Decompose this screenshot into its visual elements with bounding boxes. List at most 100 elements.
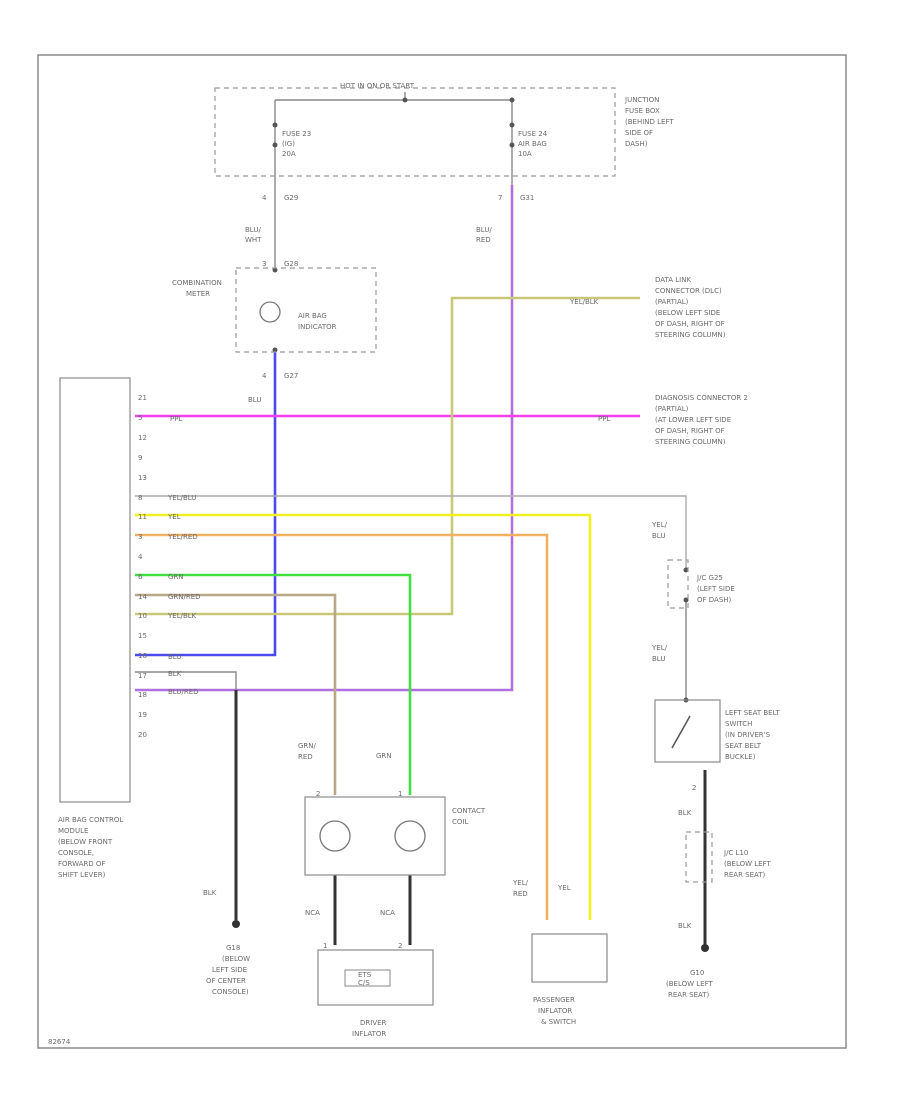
seat-belt-switch-box	[654, 699, 721, 763]
yel-label: YEL	[557, 884, 571, 892]
g29-pin: 4	[262, 194, 267, 202]
grn-label: GRN	[376, 752, 392, 760]
fuse-box-location: JUNCTION FUSE BOX (BEHIND LEFT SIDE OF D…	[624, 96, 676, 148]
module-pin-5: 8	[138, 494, 142, 502]
wire-yel	[135, 513, 592, 920]
wire-yel-red	[135, 533, 549, 920]
module-pin-15: 18	[138, 691, 147, 699]
combination-meter-box	[235, 267, 377, 353]
air-bag-indicator-label: AIR BAG INDICATOR	[298, 312, 337, 331]
module-pin-14: 17	[138, 672, 147, 680]
module-pin-9: 6	[138, 573, 143, 581]
combination-meter-label: COMBINATION METER	[172, 279, 224, 298]
dlc-label: DATA LINK CONNECTOR (DLC) (PARTIAL) (BEL…	[655, 276, 727, 339]
blu-red-label: BLU/ RED	[476, 226, 494, 244]
module-wire-yel-blu: YEL/BLU	[167, 494, 196, 502]
blu-wht-label: BLU/ WHT	[245, 226, 263, 244]
gray-wires	[135, 92, 687, 920]
module-pin-0: 21	[138, 394, 147, 402]
blk-label-lower: BLK	[678, 922, 692, 930]
driver-inflator-inner-label: ETS C/S	[358, 971, 373, 987]
module-pin-13: 16	[138, 652, 147, 660]
driver-inflator-label: DRIVER INFLATOR	[352, 1019, 389, 1038]
g27-label: G27	[284, 372, 298, 380]
air-bag-control-module-label: AIR BAG CONTROL MODULE (BELOW FRONT CONS…	[58, 816, 125, 879]
diagram-frame	[37, 54, 847, 1049]
module-pin-1: 5	[138, 414, 142, 422]
ppl-label-right: PPL	[598, 415, 610, 423]
contact-coil-label: CONTACT COIL	[452, 807, 487, 826]
module-pin-10: 14	[138, 593, 147, 601]
junction-dots	[232, 97, 709, 952]
module-pin-labels: 21 5 12 9 13 8 11 3 4 6 14 10 15 16 17 18 19 20	[138, 394, 147, 739]
jc-g25-label: J/C G25 (LEFT SIDE OF DASH)	[696, 574, 737, 604]
fuse-23-label: FUSE 23 (IG) 20A	[282, 130, 313, 158]
driver-inflator-element	[344, 969, 391, 987]
g28-pin: 3	[262, 260, 266, 268]
wire-grn	[135, 573, 412, 795]
module-pin-16: 19	[138, 711, 147, 719]
contact-coil-pin-1: 1	[398, 790, 402, 798]
fuse-box-hot-label: HOT IN ON OR START	[340, 82, 415, 90]
driver-inflator-pin-1: 1	[323, 942, 327, 950]
module-pin-7: 3	[138, 533, 142, 541]
module-wire-blu-red: BLU/RED	[168, 688, 199, 696]
module-pin-4: 13	[138, 474, 147, 482]
passenger-inflator-label: PASSENGER INFLATOR & SWITCH	[533, 996, 577, 1026]
black-wires	[234, 690, 707, 945]
module-pin-8: 4	[138, 553, 143, 561]
diagnosis-connector-label: DIAGNOSIS CONNECTOR 2 (PARTIAL) (AT LOWE…	[655, 394, 750, 446]
module-pin-2: 12	[138, 434, 147, 442]
module-pin-6: 11	[138, 513, 147, 521]
blu-label: BLU	[248, 396, 261, 404]
wire-grn-red	[135, 593, 337, 795]
module-pin-3: 9	[138, 454, 142, 462]
wire-blu-red	[135, 185, 514, 692]
nca-label-2: NCA	[380, 909, 395, 917]
yel-red-label: YEL/ RED	[512, 879, 530, 898]
g31-pin: 7	[498, 194, 502, 202]
driver-inflator-box	[317, 949, 434, 1006]
module-wire-grn: GRN	[168, 573, 184, 581]
g31-label: G31	[520, 194, 534, 202]
wire-yel-blk	[135, 296, 640, 616]
jc-g25-box	[667, 559, 689, 609]
g28-label: G28	[284, 260, 298, 268]
wire-blu	[135, 350, 277, 657]
nca-label-1: NCA	[305, 909, 320, 917]
contact-coil-right	[394, 820, 426, 852]
yel-blu-upper-label: YEL/ BLU	[651, 521, 669, 540]
module-wire-blu: BLU	[168, 653, 181, 661]
passenger-inflator-box	[531, 933, 608, 983]
module-pin-12: 15	[138, 632, 147, 640]
contact-coil-left	[319, 820, 351, 852]
ground-g10-label: G10 (BELOW LEFT REAR SEAT)	[666, 969, 715, 999]
module-wire-yel-red: YEL/RED	[167, 533, 198, 541]
blk-label-upper: BLK	[678, 809, 692, 817]
driver-inflator-pin-2: 2	[398, 942, 402, 950]
seat-belt-switch-label: LEFT SEAT BELT SWITCH (IN DRIVER'S SEAT …	[725, 709, 782, 761]
module-wire-yel-blk: YEL/BLK	[167, 612, 197, 620]
wire-yel-blu	[135, 495, 687, 570]
grn-red-label: GRN/ RED	[298, 742, 318, 761]
seat-belt-switch-contact	[671, 715, 691, 749]
fuse-24-label: FUSE 24 AIR BAG 10A	[518, 130, 549, 158]
g27-pin: 4	[262, 372, 267, 380]
fuse-box	[214, 87, 616, 177]
seat-belt-pin: 2	[692, 784, 696, 792]
module-pin-17: 20	[138, 731, 147, 739]
jc-l10-label: J/C L10 (BELOW LEFT REAR SEAT)	[723, 849, 773, 879]
jc-l10-box	[685, 831, 713, 883]
module-wire-blk: BLK	[168, 670, 182, 678]
air-bag-control-module	[59, 377, 131, 803]
module-wire-grn-red: GRN/RED	[168, 593, 201, 601]
yel-blu-lower-label: YEL/ BLU	[651, 644, 669, 663]
footer-id: 82674	[48, 1038, 71, 1046]
blk-label-ground: BLK	[203, 889, 217, 897]
g29-label: G29	[284, 194, 298, 202]
module-wire-yel: YEL	[167, 513, 181, 521]
wires	[135, 185, 687, 920]
yel-blk-dlc-label: YEL/BLK	[569, 298, 599, 306]
module-pin-11: 10	[138, 612, 147, 620]
